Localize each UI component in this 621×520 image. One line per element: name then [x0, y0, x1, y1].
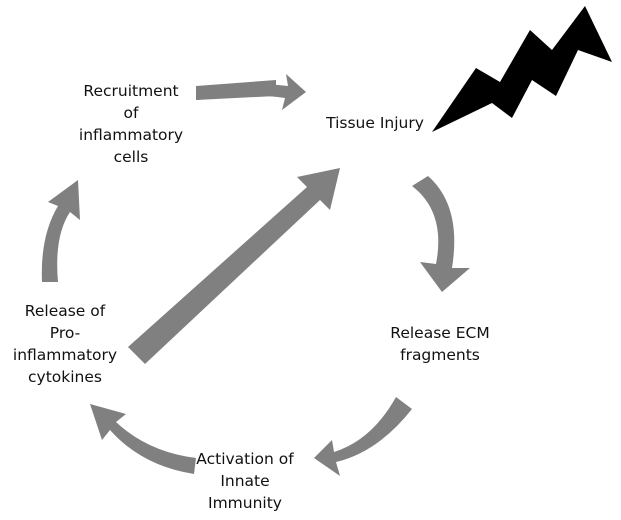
node-tissue-injury: Tissue Injury [300, 112, 450, 134]
lightning-bolt-icon [432, 6, 612, 132]
arrow-cytokines-to-recruitment [41, 180, 80, 282]
node-activation-innate-immunity: Activation of Innate Immunity [180, 448, 310, 514]
node-release-ecm-fragments: Release ECM fragments [370, 322, 510, 366]
node-label-line: Innate [220, 472, 270, 490]
node-label-line: cytokines [28, 368, 102, 386]
node-label-line: of [123, 104, 139, 122]
arrow-cytokines-to-tissue-injury [128, 168, 340, 364]
arrow-innate-immunity-to-cytokines [90, 404, 196, 474]
node-label-line: Pro- [49, 324, 81, 342]
node-label-line: cells [113, 148, 149, 166]
node-recruitment-inflammatory-cells: Recruitment of inflammatory cells [66, 80, 196, 168]
node-label-line: Activation of [196, 450, 294, 468]
node-label-line: Tissue Injury [326, 114, 424, 132]
node-label-line: Release of [24, 302, 106, 320]
node-label-line: inflammatory [78, 126, 184, 144]
node-release-cytokines: Release of Pro- inflammatory cytokines [0, 300, 130, 388]
arrow-recruitment-to-tissue-injury [196, 74, 306, 110]
node-label-line: Release ECM [390, 324, 490, 342]
node-label-line: fragments [400, 346, 480, 364]
arrow-release-ecm-to-innate-immunity [314, 397, 412, 476]
node-label-line: Recruitment [83, 82, 179, 100]
node-label-line: inflammatory [12, 346, 118, 364]
arrow-tissue-injury-to-release-ecm [412, 176, 470, 292]
node-label-line: Immunity [208, 494, 282, 512]
